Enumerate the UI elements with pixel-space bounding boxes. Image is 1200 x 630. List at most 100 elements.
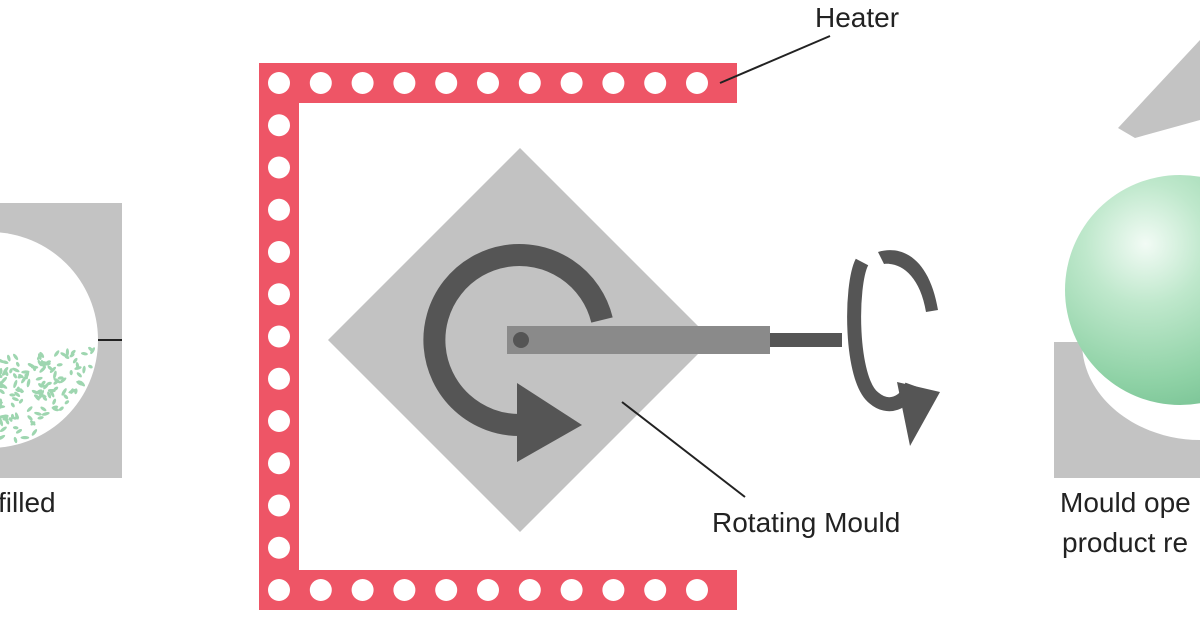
- powder-granule: [31, 429, 38, 436]
- powder-granule: [0, 374, 3, 378]
- heater-hole: [560, 72, 583, 94]
- heater-hole: [644, 579, 667, 601]
- powder-granule: [0, 383, 8, 389]
- heater-hole: [393, 579, 416, 601]
- rotating-mould-pointer-line: [621, 401, 746, 498]
- powder-granule: [15, 388, 21, 392]
- heater-hole: [602, 579, 625, 601]
- powder-granule: [0, 384, 4, 389]
- heater-hole: [268, 114, 290, 137]
- heater-label: Heater: [815, 2, 899, 33]
- powder-granule: [15, 361, 20, 367]
- powder-granule: [3, 366, 9, 374]
- rotation-arm: [507, 326, 770, 354]
- heater-hole: [268, 283, 290, 306]
- heater-hole: [686, 579, 708, 601]
- heater-hole: [268, 536, 290, 559]
- powder-granule: [70, 349, 76, 355]
- powder-granule: [30, 420, 36, 426]
- powder-granule: [74, 366, 82, 370]
- heater-hole: [309, 72, 332, 94]
- powder-granule: [76, 372, 82, 378]
- powder-granule: [0, 401, 3, 410]
- powder-granule: [0, 380, 5, 385]
- heater-hole: [268, 325, 290, 348]
- powder-granule: [2, 417, 9, 421]
- powder-granule: [12, 367, 20, 373]
- heater-hole: [477, 579, 499, 601]
- filled-mould-caption: filled: [0, 487, 56, 518]
- heater-hole: [686, 72, 708, 94]
- heater: [259, 63, 737, 610]
- heater-hole: [268, 72, 290, 94]
- powder-granule: [12, 426, 19, 430]
- powder-granule: [88, 364, 93, 369]
- heater-hole: [268, 579, 290, 601]
- heater-hole: [268, 367, 290, 390]
- powder-granule: [0, 434, 6, 441]
- heater-hole: [268, 198, 290, 221]
- powder-granule: [18, 398, 24, 404]
- heater-hole: [268, 494, 290, 517]
- heater-hole: [351, 72, 374, 94]
- powder-granule: [9, 393, 16, 397]
- opened-mould-caption-line1: Mould ope: [1060, 487, 1191, 518]
- powder-granule: [69, 370, 73, 376]
- powder-granule: [10, 413, 15, 420]
- heater-hole: [268, 410, 290, 432]
- drive-shaft: [770, 333, 842, 347]
- powder-granule: [11, 397, 19, 402]
- powder-granule: [28, 363, 36, 368]
- powder-granule: [39, 366, 47, 373]
- arm-pivot: [513, 332, 529, 348]
- heater-hole: [268, 156, 290, 179]
- powder-granule: [8, 417, 13, 422]
- powder-granule: [13, 379, 18, 389]
- powder-granule: [49, 366, 57, 374]
- powder-granule: [39, 383, 46, 388]
- powder-granule: [33, 394, 40, 399]
- powder-granule: [56, 363, 63, 367]
- powder-granule: [15, 429, 23, 434]
- powder-granule: [26, 378, 31, 388]
- heater-hole: [518, 72, 541, 94]
- powder-granule: [53, 370, 57, 379]
- powder-granule: [61, 388, 67, 396]
- powder-granule: [40, 406, 47, 412]
- heater-holes: [268, 72, 708, 601]
- powder-granule: [36, 354, 43, 360]
- powder-granule: [43, 382, 50, 390]
- powder-granule: [58, 406, 64, 411]
- opened-mould: Mould ope product re: [1054, 40, 1200, 558]
- heater-hole: [435, 579, 458, 601]
- heater-hole: [268, 452, 290, 475]
- powder-granule: [0, 369, 3, 376]
- powder-granule: [14, 391, 21, 397]
- powder-granule: [45, 360, 51, 364]
- powder-granule: [52, 398, 57, 405]
- filled-mould: filled: [0, 203, 122, 518]
- powder-granule: [12, 373, 18, 379]
- powder-granule: [53, 378, 61, 384]
- powder-granule: [6, 354, 11, 362]
- powder-granule: [82, 365, 86, 374]
- powder-granule: [59, 377, 67, 384]
- powder-granule: [90, 347, 96, 355]
- heater-hole: [268, 241, 290, 263]
- heater-hole: [518, 579, 541, 601]
- opened-mould-upper-half: [1118, 40, 1200, 138]
- powder-granule: [63, 394, 69, 400]
- powder-granule: [27, 415, 33, 421]
- powder-granule: [47, 389, 55, 393]
- powder-granule: [64, 400, 70, 405]
- powder-granule: [39, 393, 47, 398]
- powder-granule: [65, 348, 70, 357]
- heater-hole: [477, 72, 499, 94]
- heater-hole: [644, 72, 667, 94]
- heater-hole: [602, 72, 625, 94]
- powder-granule: [18, 374, 24, 379]
- heater-hole: [435, 72, 458, 94]
- powder-granule: [34, 411, 42, 416]
- rotating-mould-label: Rotating Mould: [712, 507, 900, 538]
